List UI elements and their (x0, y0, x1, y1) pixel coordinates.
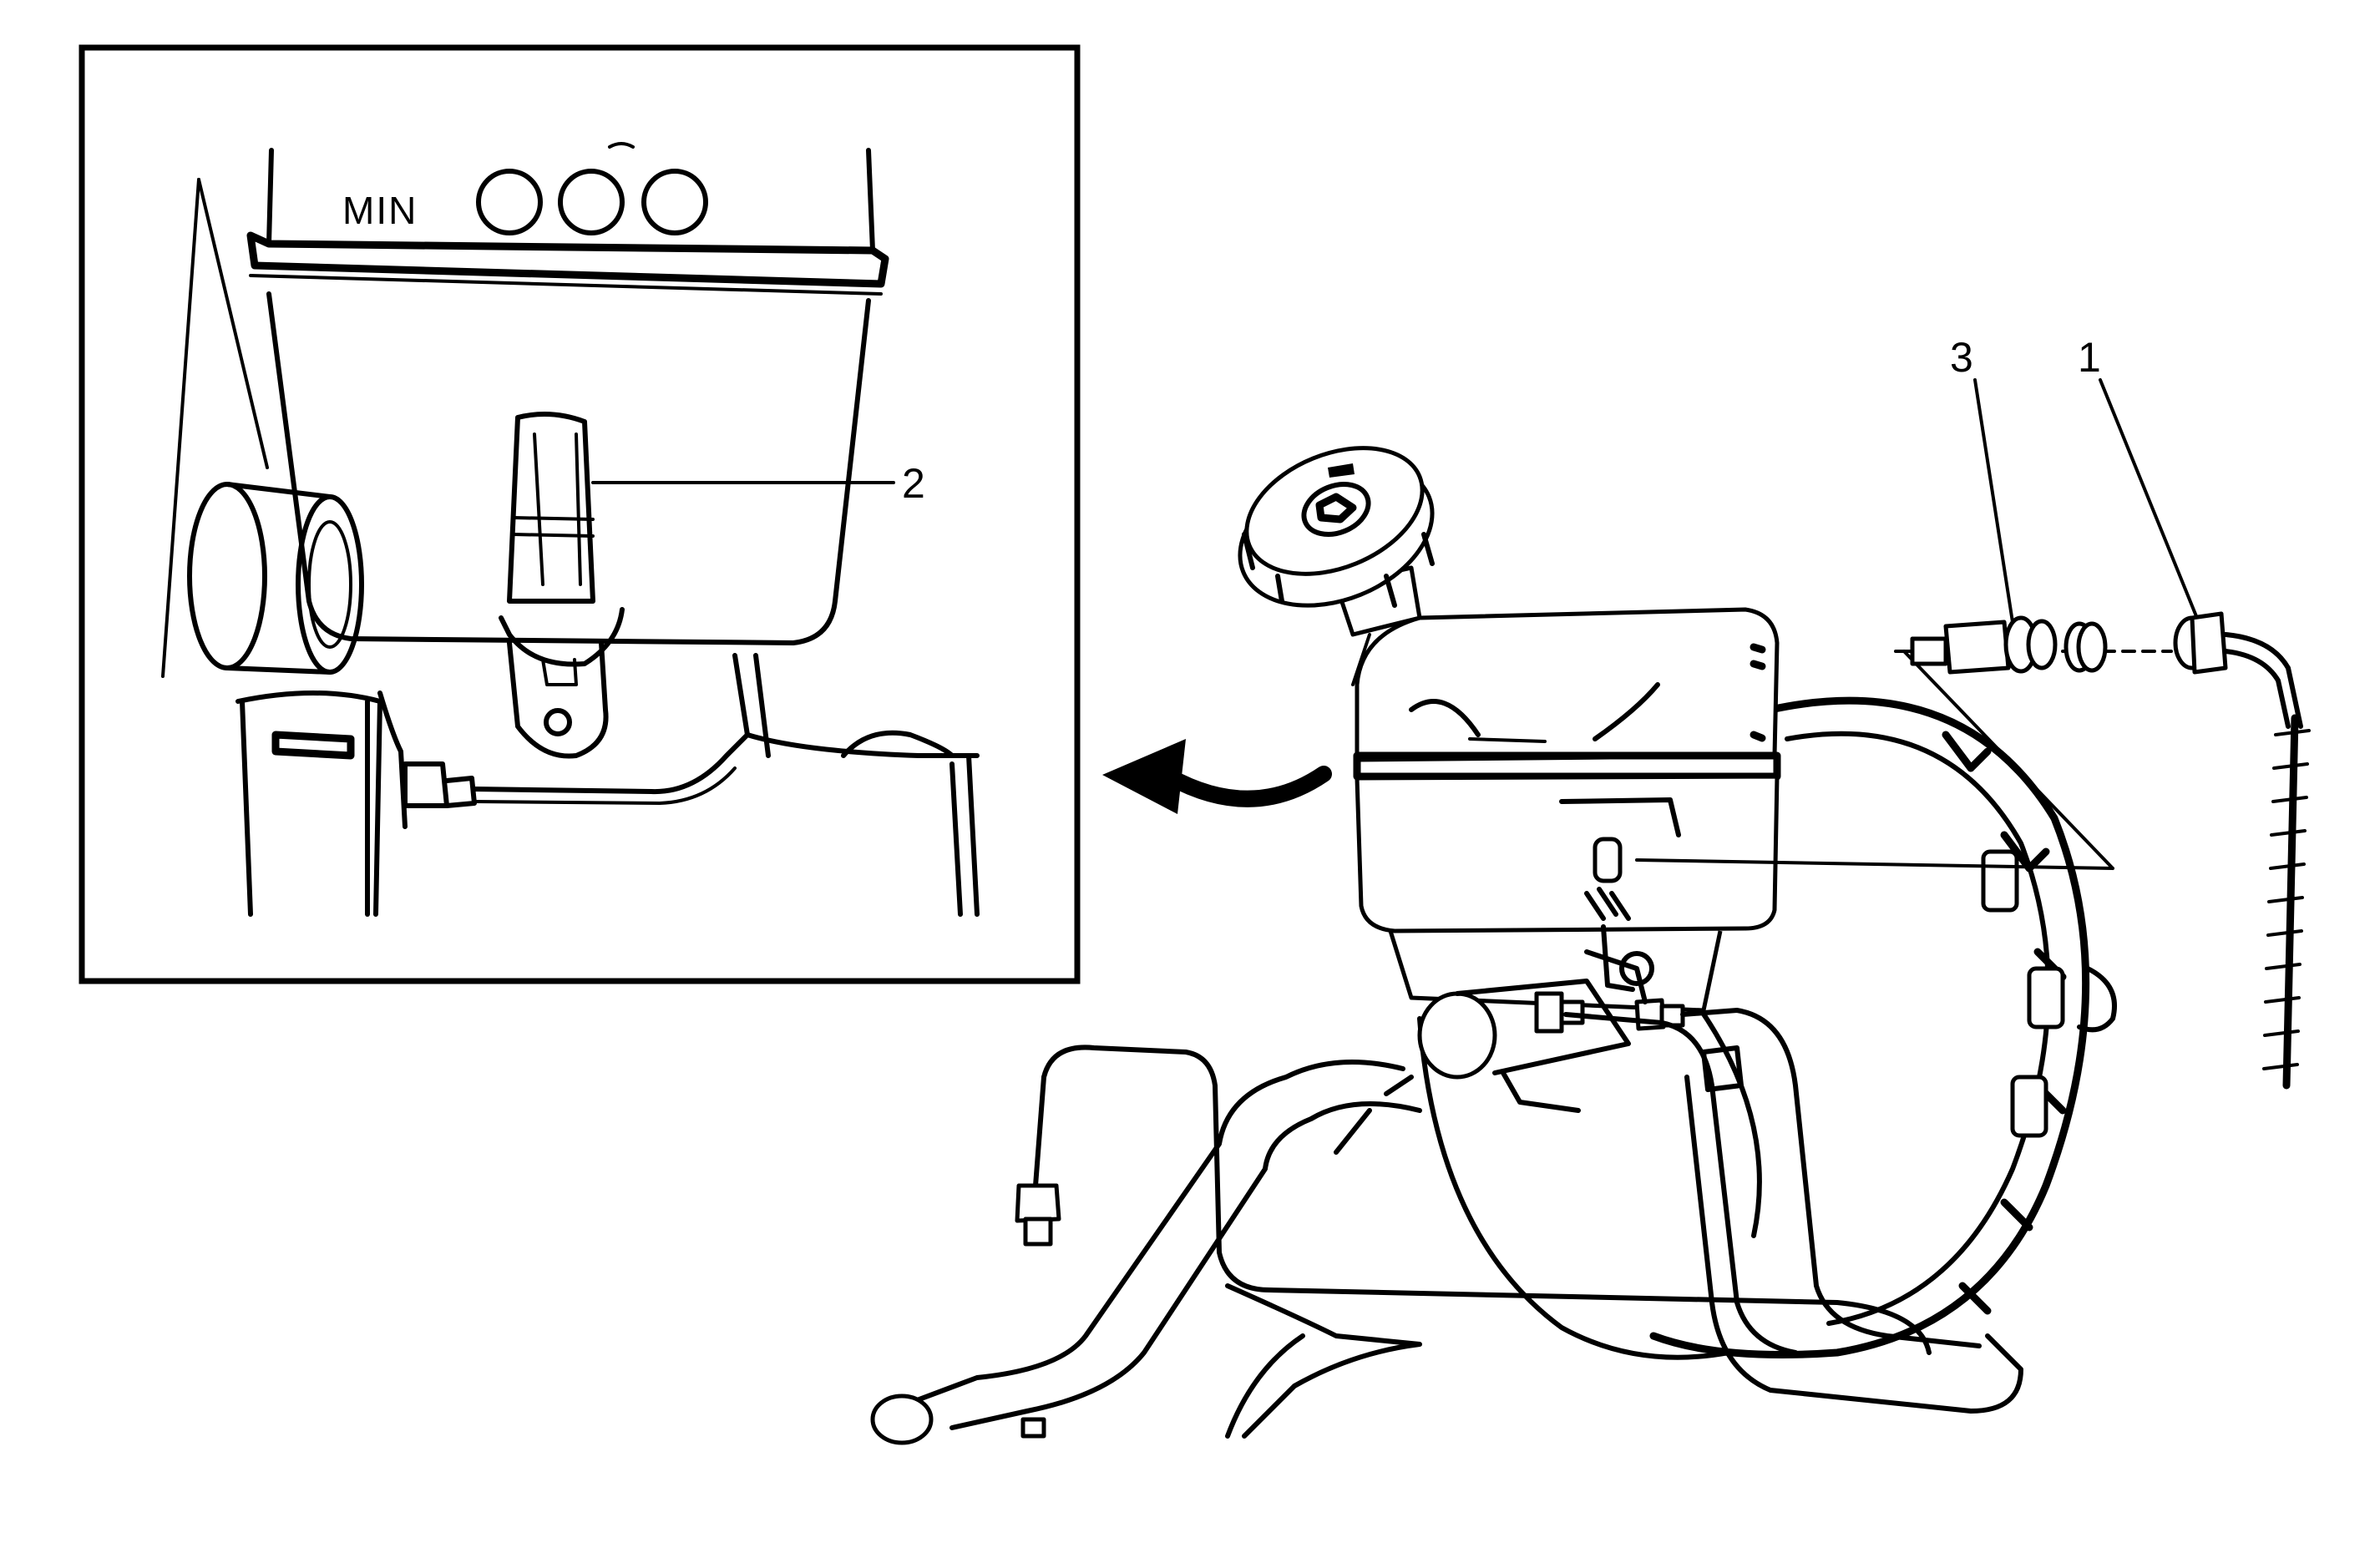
leader-line-1 (2099, 378, 2198, 618)
callout-3: 3 (1950, 334, 1973, 381)
level-window-1 (476, 169, 543, 235)
view-direction-arrow (1102, 739, 1332, 814)
inset-hose-fitting (161, 178, 477, 917)
fluid-level-sensor (1894, 615, 2058, 675)
reservoir-cap (1238, 446, 1435, 686)
sensor-o-ring (2064, 621, 2108, 673)
fluid-reservoir (1353, 607, 1781, 992)
min-level-marking: MIN (342, 189, 418, 232)
callout-2: 2 (902, 460, 925, 507)
vacuum-hose (870, 1060, 1422, 1445)
sensor-port (1593, 837, 1623, 883)
leader-line-3 (1973, 378, 2014, 624)
fluid-level-sensor-slot (499, 412, 625, 667)
brake-lines (1015, 1008, 2023, 1439)
brake-booster (1417, 696, 2117, 1360)
inset-reservoir-lower (266, 291, 871, 645)
level-window-3 (641, 169, 708, 235)
mounting-tab (507, 640, 609, 759)
callout-1: 1 (2078, 334, 2101, 381)
reservoir-seam (246, 231, 889, 288)
inset-brake-line (472, 732, 980, 795)
level-window-2 (558, 169, 625, 235)
exploded-sensor-parts (1635, 611, 2311, 1090)
wiring-harness (2282, 714, 2299, 1090)
master-cylinder (1388, 930, 1744, 1113)
inset-reservoir-upper: MIN (266, 142, 875, 253)
detail-inset: MIN (78, 44, 1081, 984)
electrical-connector (2173, 611, 2303, 729)
main-assembly (870, 446, 2117, 1445)
